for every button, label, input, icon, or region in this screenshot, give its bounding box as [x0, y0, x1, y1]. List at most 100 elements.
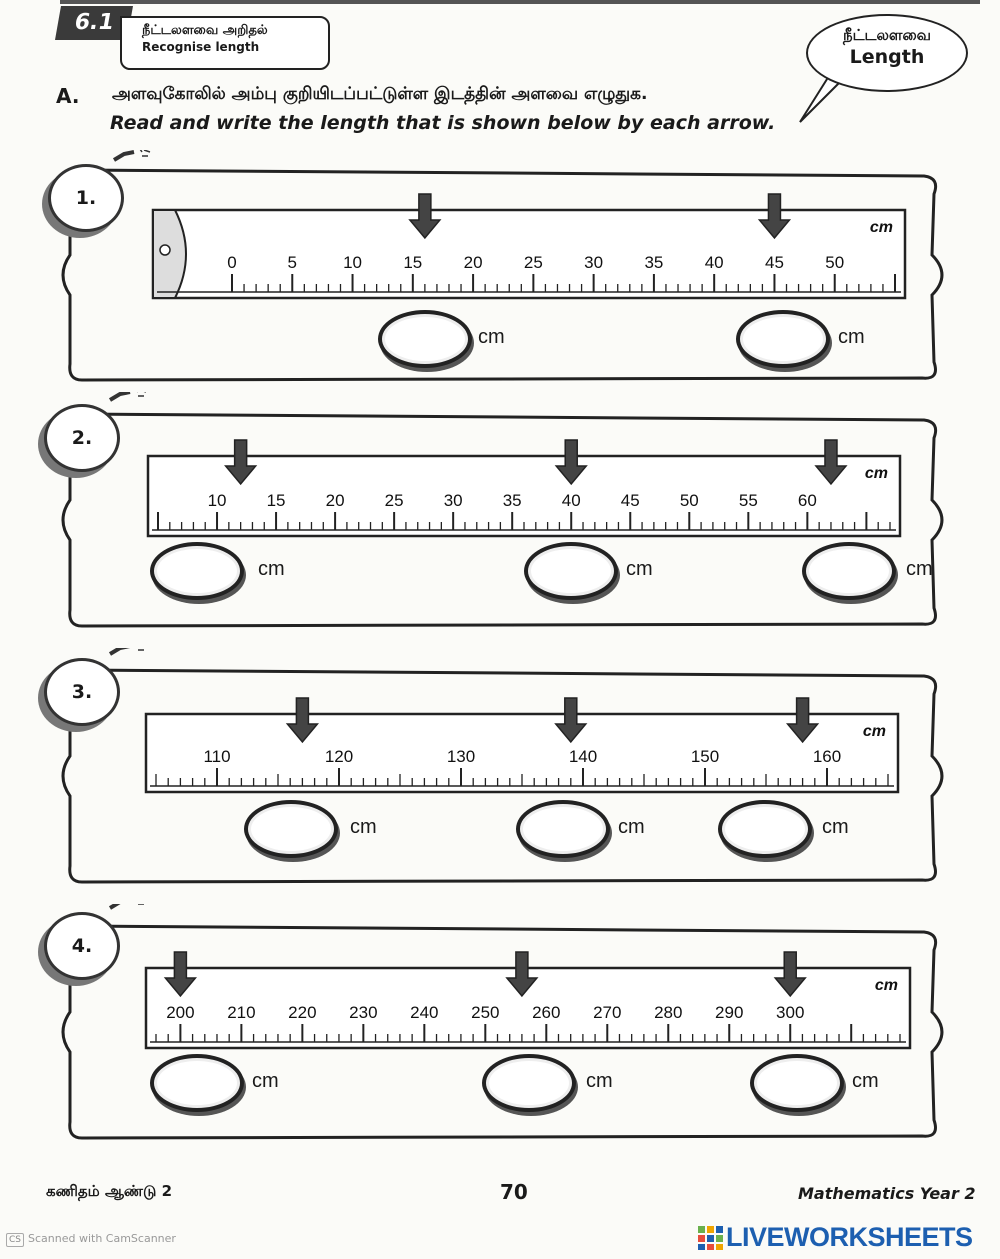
scanner-watermark: CS Scanned with CamScanner — [6, 1232, 176, 1247]
tick-label: 50 — [680, 491, 699, 510]
answer-input[interactable] — [524, 542, 618, 600]
top-rule — [60, 0, 980, 4]
tick-label: 20 — [326, 491, 345, 510]
tick-label: 45 — [765, 253, 784, 272]
answer-unit: cm — [252, 1070, 279, 1092]
tick-label: 50 — [825, 253, 844, 272]
answer-unit: cm — [626, 558, 653, 580]
instruction-english: Read and write the length that is shown … — [110, 112, 776, 134]
answer-unit: cm — [258, 558, 285, 580]
tick-label: 30 — [444, 491, 463, 510]
tick-label: 10 — [343, 253, 362, 272]
down-arrow-icon — [408, 193, 442, 240]
exercise-frame — [61, 904, 944, 1140]
frame-border — [61, 412, 944, 628]
answer-input[interactable] — [378, 310, 472, 368]
fuse — [108, 392, 131, 402]
footer-subject: கணிதம் ஆண்டு 2 — [46, 1182, 173, 1200]
instruction-tamil: அளவுகோலில் அம்பு குறியிடப்பட்டுள்ள இடத்த… — [112, 84, 648, 104]
tick-label: 15 — [403, 253, 422, 272]
tick-label: 150 — [691, 747, 719, 766]
answer-input[interactable] — [750, 1054, 844, 1112]
answer-input[interactable] — [244, 800, 338, 858]
answer-input[interactable] — [482, 1054, 576, 1112]
ruler-unit-label: cm — [870, 219, 893, 236]
answer-input[interactable] — [150, 1054, 244, 1112]
instruction-letter: A. — [56, 84, 80, 108]
tick-label: 10 — [208, 491, 227, 510]
topic-bubble: நீட்டலளவை Length — [806, 14, 968, 92]
answer-input[interactable] — [150, 542, 244, 600]
tick-label: 160 — [813, 747, 841, 766]
fuse — [108, 648, 131, 656]
topic-bubble-tamil: நீட்டலளவை — [842, 26, 932, 44]
tick-label: 30 — [584, 253, 603, 272]
exercise-frame — [61, 150, 944, 382]
tick-label: 15 — [267, 491, 286, 510]
tick-label: 250 — [471, 1003, 499, 1022]
tick-label: 20 — [464, 253, 483, 272]
spark — [137, 392, 146, 397]
tick-label: 270 — [593, 1003, 621, 1022]
answer-unit: cm — [906, 558, 933, 580]
down-arrow-icon — [814, 439, 848, 486]
down-arrow-icon — [554, 439, 588, 486]
tick-label: 130 — [447, 747, 475, 766]
down-arrow-icon — [554, 697, 588, 744]
down-arrow-icon — [505, 951, 539, 998]
down-arrow-icon — [224, 439, 258, 486]
answer-input[interactable] — [516, 800, 610, 858]
tick-label: 260 — [532, 1003, 560, 1022]
footer-subject-english: Mathematics Year 2 — [798, 1184, 976, 1203]
lesson-title-english: Recognise length — [142, 40, 260, 54]
down-arrow-icon — [163, 951, 197, 998]
tick-label: 140 — [569, 747, 597, 766]
answer-unit: cm — [822, 816, 849, 838]
answer-unit: cm — [838, 326, 865, 348]
answer-unit: cm — [478, 326, 505, 348]
frame-border — [61, 924, 944, 1140]
lesson-tag: 6.1 நீட்டலளவை அறிதல் Recognise length — [55, 6, 330, 70]
tick-label: 40 — [705, 253, 724, 272]
down-arrow-icon — [285, 697, 320, 744]
liveworksheets-grid-icon — [698, 1226, 723, 1250]
page-number: 70 — [500, 1180, 528, 1204]
answer-input[interactable] — [718, 800, 812, 858]
exercise-number: 2. — [44, 404, 120, 472]
tick-label: 280 — [654, 1003, 682, 1022]
exercise-number: 4. — [44, 912, 120, 980]
tick-label: 35 — [644, 253, 663, 272]
ruler-hole — [159, 244, 171, 256]
tick-label: 200 — [166, 1003, 194, 1022]
tick-label: 290 — [715, 1003, 743, 1022]
fuse — [108, 904, 121, 910]
exercise-number: 1. — [48, 164, 124, 232]
spark — [139, 150, 151, 157]
frame-border — [61, 168, 944, 382]
answer-input[interactable] — [802, 542, 896, 600]
tick-label: 220 — [288, 1003, 316, 1022]
exercise-frame — [61, 648, 944, 884]
tick-label: 110 — [203, 747, 230, 766]
down-arrow-icon — [757, 193, 792, 240]
ruler-end-cap — [152, 209, 187, 299]
tick-label: 230 — [349, 1003, 377, 1022]
answer-unit: cm — [586, 1070, 613, 1092]
tick-label: 40 — [562, 491, 581, 510]
camscanner-icon: CS — [6, 1233, 24, 1247]
lesson-title-box: நீட்டலளவை அறிதல் Recognise length — [120, 16, 330, 70]
frame-border — [61, 668, 944, 884]
scanner-text: Scanned with CamScanner — [28, 1232, 176, 1245]
answer-unit: cm — [852, 1070, 879, 1092]
tick-label: 35 — [503, 491, 522, 510]
answer-input[interactable] — [736, 310, 830, 368]
tick-label: 0 — [227, 253, 236, 272]
answer-unit: cm — [350, 816, 377, 838]
tick-label: 25 — [385, 491, 404, 510]
